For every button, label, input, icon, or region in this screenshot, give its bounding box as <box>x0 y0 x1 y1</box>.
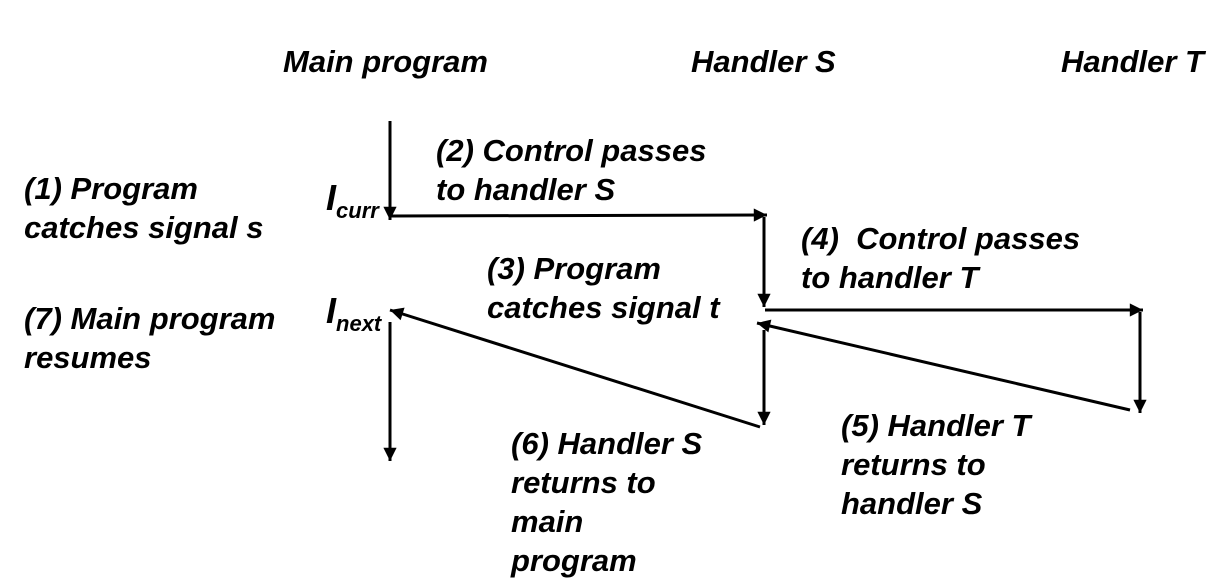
column-header-main-program: Main program <box>283 44 488 79</box>
label-step1-program-catches-signal-s: (1) Program catches signal s <box>24 171 264 245</box>
label-step6-handler-s-returns: (6) Handler S returns to main program <box>511 426 703 578</box>
column-header-handler-s: Handler S <box>691 44 836 79</box>
arrow-handler-s-returns <box>389 307 761 429</box>
label-step4-control-passes-to-handler-t: (4) Control passes to handler T <box>801 221 1081 295</box>
arrow-control-to-handler-s <box>390 208 768 222</box>
column-header-handler-t: Handler T <box>1061 44 1204 79</box>
label-step5-handler-t-returns: (5) Handler T returns to handler S <box>841 408 1031 521</box>
label-step3-program-catches-signal-t: (3) Program catches signal t <box>487 251 720 325</box>
label-step7-main-program-resumes: (7) Main program resumes <box>24 301 276 375</box>
i-next-subscript: next <box>336 311 382 337</box>
i-curr-base: I <box>326 177 337 218</box>
arrow-handler-t-returns <box>756 319 1131 412</box>
i-next-base: I <box>326 290 337 331</box>
label-i-curr: Icurr <box>326 177 379 222</box>
i-curr-subscript: curr <box>336 198 379 224</box>
label-i-next: Inext <box>326 290 381 335</box>
label-step2-control-passes-to-handler-s: (2) Control passes to handler S <box>436 133 707 207</box>
